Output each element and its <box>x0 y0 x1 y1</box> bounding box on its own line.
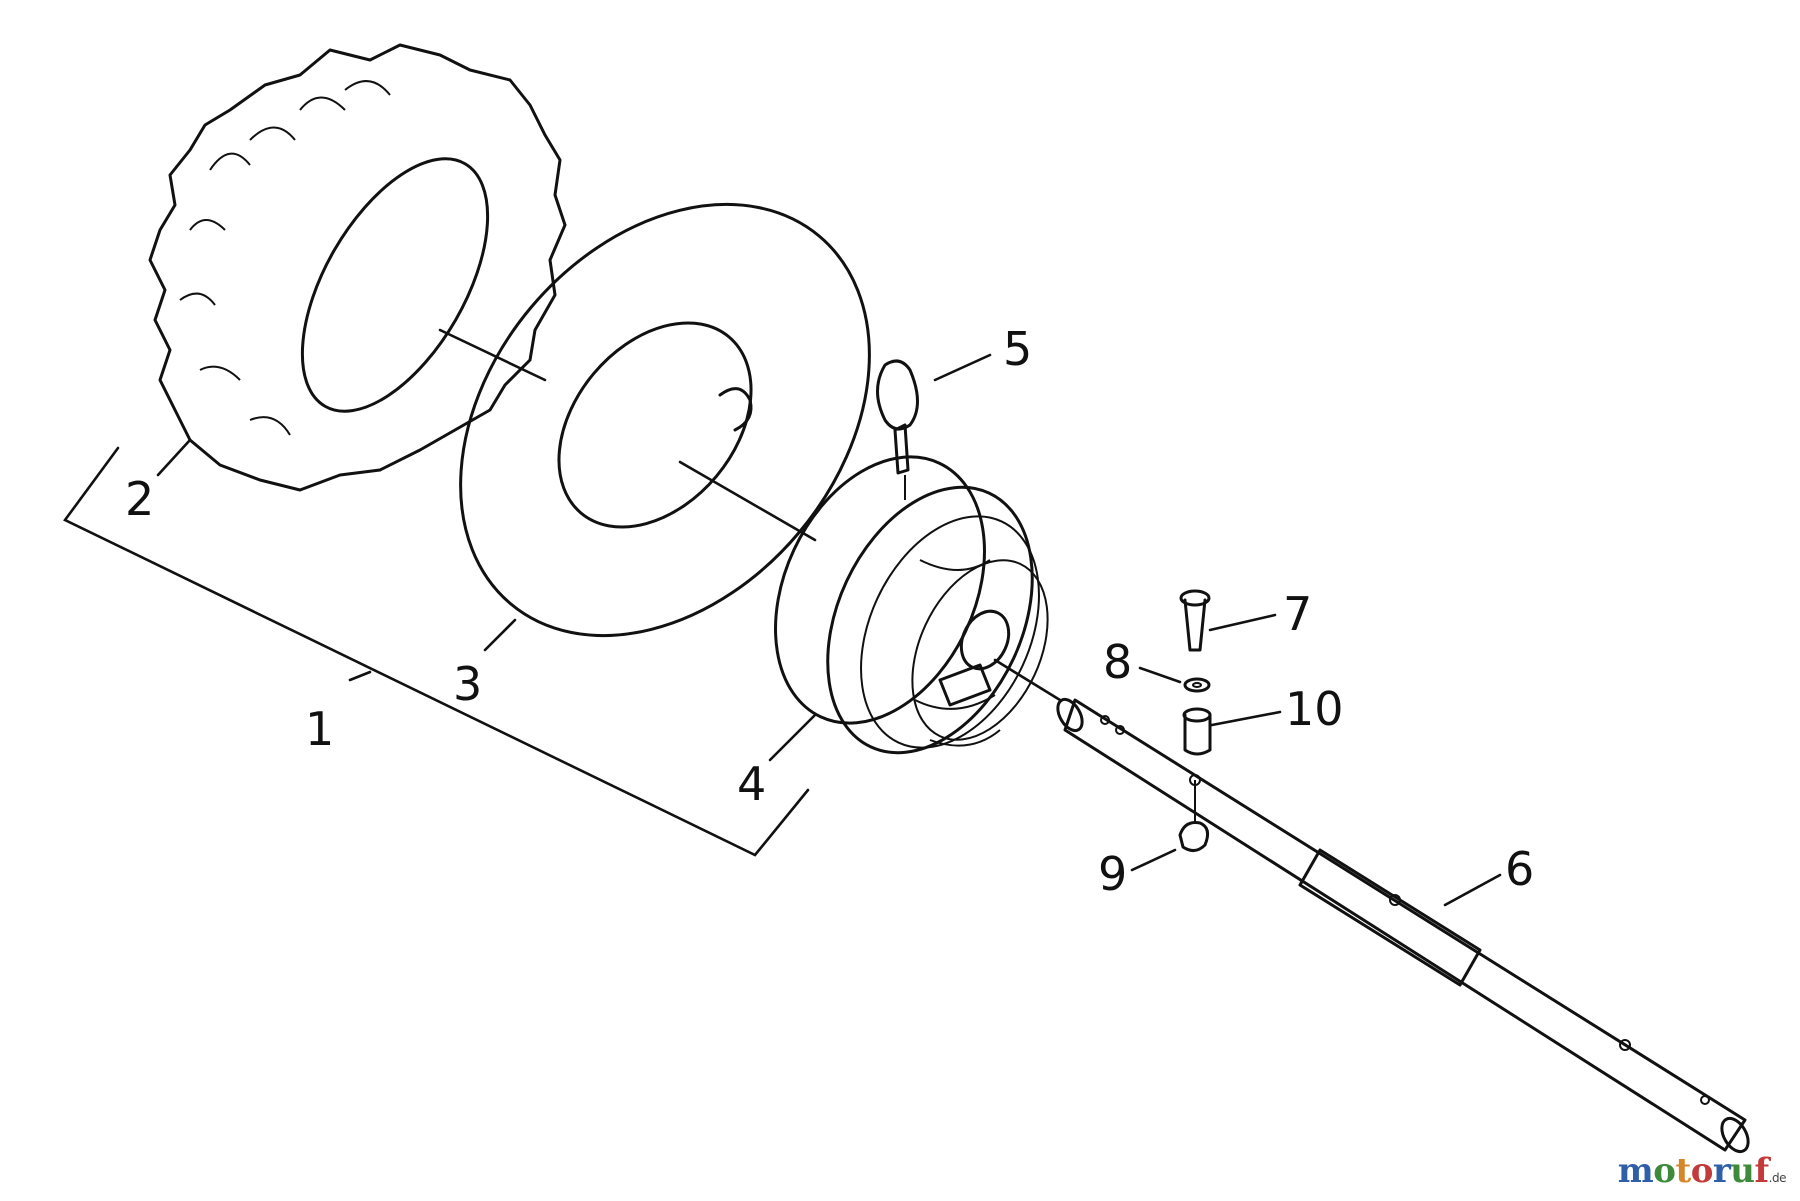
leader-line-7 <box>1208 613 1277 632</box>
leader-line-4 <box>768 713 817 762</box>
callout-7: 7 <box>1283 587 1312 641</box>
leader-line-1 <box>348 670 372 682</box>
washer-part <box>1183 677 1211 693</box>
callout-1: 1 <box>305 702 334 756</box>
linch-pin-part <box>1179 589 1211 652</box>
callout-2: 2 <box>125 472 154 526</box>
brand-letter: f <box>1754 1151 1770 1191</box>
bushing-part <box>1182 707 1212 756</box>
callout-9: 9 <box>1098 847 1127 901</box>
leader-line-3 <box>483 618 517 652</box>
leader-line-tire-tube <box>438 328 547 382</box>
brand-letter: o <box>1690 1151 1714 1191</box>
leader-line-8 <box>1138 666 1182 684</box>
nut-part <box>1178 780 1210 852</box>
leader-line-2 <box>156 438 192 477</box>
brand-name: motoruf <box>1618 1151 1769 1191</box>
leader-line-9 <box>1130 848 1177 872</box>
brand-letter: m <box>1617 1151 1654 1191</box>
leader-line-5 <box>933 353 992 382</box>
brand-watermark: motoruf.de <box>1618 1151 1787 1191</box>
leader-line-10 <box>1210 710 1282 727</box>
assembly-bracket <box>63 446 810 857</box>
callout-3: 3 <box>453 657 482 711</box>
leader-line-6 <box>1443 873 1502 907</box>
rim-part <box>774 455 1049 755</box>
callout-10: 10 <box>1285 682 1344 736</box>
leader-line-tube-rim <box>678 460 817 542</box>
callout-8: 8 <box>1103 635 1132 689</box>
brand-suffix: .de <box>1768 1171 1787 1185</box>
brand-letter: r <box>1712 1151 1731 1191</box>
valve-part <box>876 359 919 500</box>
brand-letter: t <box>1675 1151 1691 1191</box>
brand-letter: o <box>1653 1151 1676 1191</box>
callout-5: 5 <box>1003 322 1032 376</box>
callout-4: 4 <box>737 757 766 811</box>
tire-part <box>148 43 567 492</box>
leader-line-rim-axle <box>993 658 1062 702</box>
axle-shaft-part <box>1056 697 1750 1154</box>
brand-letter: u <box>1730 1151 1755 1191</box>
tube-flap-part <box>459 202 871 638</box>
callout-6: 6 <box>1505 842 1534 896</box>
